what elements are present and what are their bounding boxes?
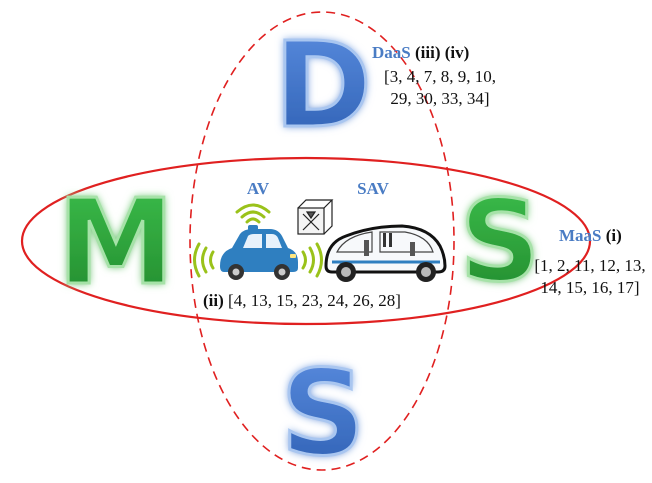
maas-label: MaaS (i) [559,225,622,247]
daas-refs-line1: [3, 4, 7, 8, 9, 10, [384,67,496,86]
autonomous-car-icon [193,203,323,280]
maas-refs: [1, 2, 11, 12, 13, 14, 15, 16, 17] [528,255,652,299]
daas-refs-line2: 29, 30, 33, 34] [390,89,490,108]
letter-s-bottom: S [281,344,366,482]
letter-s-right: S [460,177,541,307]
daas-label: DaaS (iii) (iv) [372,42,469,64]
maas-refs-line2: 14, 15, 16, 17] [540,278,640,297]
daas-refs: [3, 4, 7, 8, 9, 10, 29, 30, 33, 34] [366,66,514,110]
daas-tags: (iii) (iv) [414,43,470,62]
daas-ellipse [189,11,455,471]
av-refs: (ii) [4, 13, 15, 23, 24, 26, 28] [203,290,401,312]
parcel-box-icon [297,199,334,235]
sav-label: SAV [357,179,390,198]
letter-d: D [274,16,372,154]
maas-ellipse [20,156,592,326]
shared-autonomous-vehicle-icon [324,224,447,282]
maas-name: MaaS [559,226,602,245]
letter-m: M [57,173,174,311]
daas-name: DaaS [372,43,411,62]
av-refs-tag: (ii) [203,291,224,310]
av-label: AV [247,179,270,198]
maas-refs-line1: [1, 2, 11, 12, 13, [534,256,646,275]
maas-tag: (i) [605,226,622,245]
av-refs-list: [4, 13, 15, 23, 24, 26, 28] [228,291,401,310]
